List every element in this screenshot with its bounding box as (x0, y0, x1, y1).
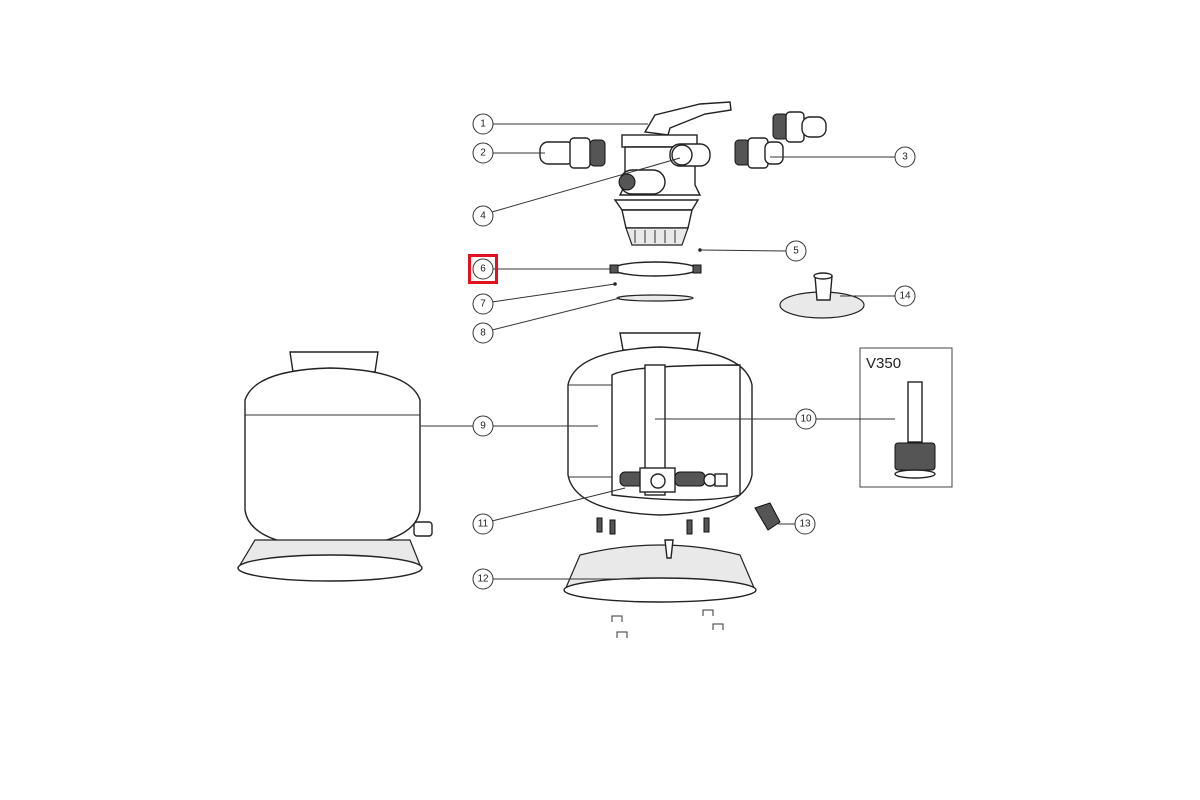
screw-part-5 (698, 248, 702, 252)
inset-label: V350 (866, 355, 901, 372)
callout-5[interactable]: 5 (785, 240, 807, 262)
multiport-valve[interactable] (613, 101, 732, 246)
callout-4[interactable]: 4 (472, 205, 494, 227)
callout-label: 1 (480, 119, 486, 130)
callout-label: 3 (902, 152, 908, 163)
highlight-box (468, 254, 498, 284)
callout-13[interactable]: 13 (794, 513, 816, 535)
callout-label: 4 (480, 211, 486, 222)
callout-11[interactable]: 11 (472, 513, 494, 535)
drain-plug-part-13[interactable] (754, 502, 781, 531)
callout-14[interactable]: 14 (894, 285, 916, 307)
callout-label: 8 (480, 328, 486, 339)
callout-label: 6 (480, 264, 486, 275)
callout-9[interactable]: 9 (472, 415, 494, 437)
filter-tank-assembled (237, 351, 433, 582)
callout-10[interactable]: 10 (795, 408, 817, 430)
diffuser-part-14[interactable] (779, 272, 865, 319)
callout-label: 13 (799, 519, 811, 530)
clamp-ring-part-6[interactable] (609, 261, 702, 277)
o-ring-part-8 (616, 294, 694, 302)
callout-label: 7 (480, 299, 486, 310)
callout-8[interactable]: 8 (472, 322, 494, 344)
standpipe-part-10[interactable] (644, 364, 666, 496)
tank-base-part-12[interactable] (563, 539, 757, 603)
v350-inset: V350 (859, 347, 953, 488)
callout-7[interactable]: 7 (472, 293, 494, 315)
callout-label: 11 (478, 519, 489, 530)
leader-lines (420, 123, 895, 580)
callout-1[interactable]: 1 (472, 113, 494, 135)
union-connector-right[interactable] (734, 111, 827, 169)
laterals-part-11[interactable] (619, 467, 728, 493)
callout-label: 14 (899, 291, 911, 302)
base-clips (611, 609, 724, 638)
valve-handle[interactable] (643, 101, 732, 136)
callout-label: 9 (480, 421, 486, 432)
callout-label: 12 (477, 574, 489, 585)
callout-12[interactable]: 12 (472, 568, 494, 590)
callout-label: 10 (800, 414, 812, 425)
callout-2[interactable]: 2 (472, 142, 494, 164)
union-connector-left[interactable] (539, 137, 606, 169)
filter-tank-cutaway[interactable] (567, 332, 753, 535)
callout-label: 5 (793, 246, 799, 257)
callout-6[interactable]: 6 (468, 254, 498, 284)
callout-3[interactable]: 3 (894, 146, 916, 168)
callout-label: 2 (480, 148, 486, 159)
